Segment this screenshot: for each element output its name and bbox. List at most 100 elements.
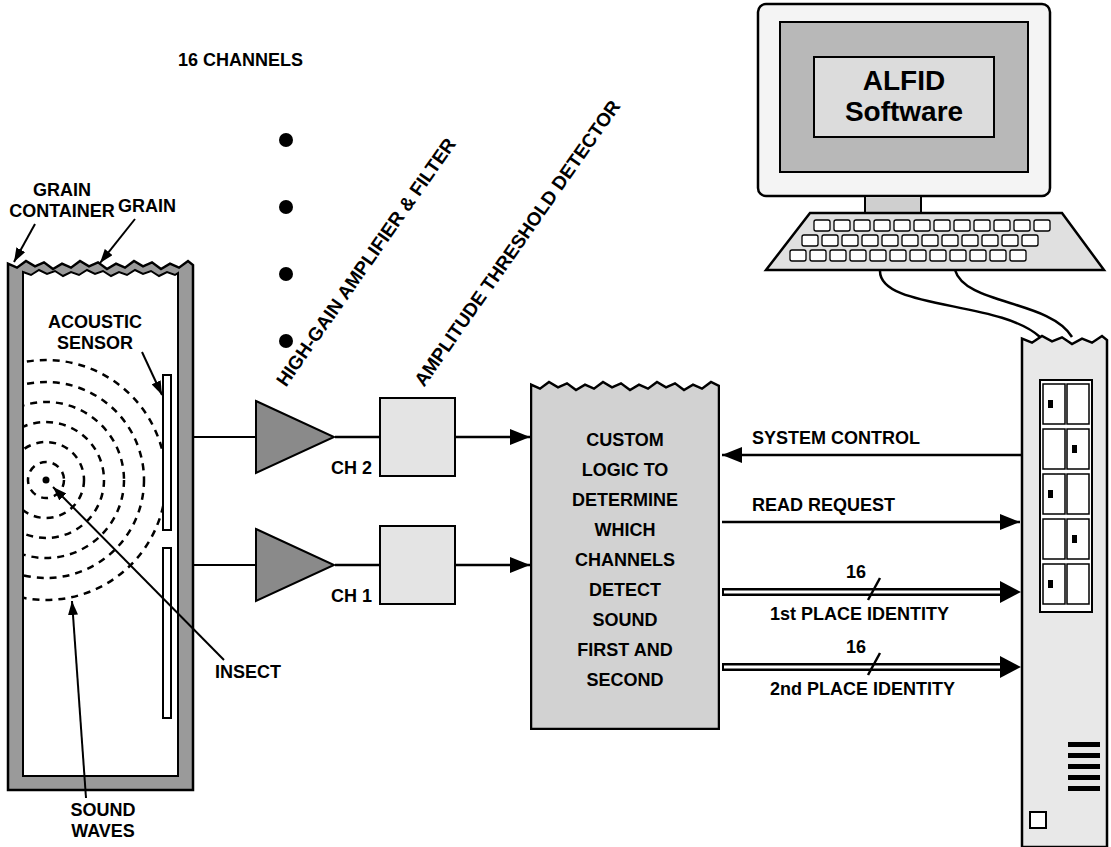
- vent-slot: [1068, 764, 1100, 769]
- software-screen: ALFID Software: [813, 56, 995, 138]
- monitor-neck: [865, 196, 921, 214]
- drive-bay: [1067, 429, 1089, 469]
- drive-bay: [1067, 474, 1089, 514]
- container-wall: [8, 261, 193, 790]
- amplifier-outline: [255, 400, 335, 474]
- grain-fill: [23, 270, 178, 776]
- keyboard-key: [834, 220, 850, 231]
- bus-arrow-head: [1000, 581, 1021, 603]
- drive-bay: [1067, 384, 1089, 424]
- power-button: [1030, 812, 1046, 828]
- drive-panel: [1040, 380, 1092, 612]
- keyboard-key: [970, 250, 986, 261]
- threshold-detector: [380, 398, 455, 476]
- acoustic-sensor: [163, 548, 171, 718]
- cable: [955, 270, 1072, 337]
- keyboard-key: [990, 250, 1006, 261]
- keyboard-key: [930, 250, 946, 261]
- sound-wave: [23, 422, 104, 538]
- vent-slot: [1068, 786, 1100, 791]
- logic-text: CUSTOM LOGIC TO DETERMINE WHICH CHANNELS…: [567, 425, 683, 695]
- keyboard-key: [874, 220, 890, 231]
- keyboard-key: [954, 220, 970, 231]
- keyboard-key: [994, 220, 1010, 231]
- channel-dot: [279, 200, 293, 214]
- keyboard-key: [790, 250, 806, 261]
- drive-light: [1072, 445, 1077, 453]
- amp-text: CH 2: [331, 458, 372, 479]
- bus-width: 16: [846, 637, 866, 658]
- logic-box: CUSTOM LOGIC TO DETERMINE WHICH CHANNELS…: [530, 378, 720, 730]
- amplifier-triangle: CH 1: [255, 528, 335, 602]
- drive-bay: [1043, 519, 1065, 559]
- signal-name: 1st PLACE IDENTITY: [770, 604, 949, 625]
- bus-width: 16: [846, 562, 866, 583]
- amplifier-shape: [256, 529, 334, 601]
- keyboard-key: [810, 250, 826, 261]
- sensor-wire: [193, 436, 255, 438]
- leader-arrow: [53, 487, 224, 660]
- control-arrow: [722, 454, 1021, 457]
- channel-count: 16 CHANNELS: [178, 50, 303, 71]
- amplifier-triangle: CH 2: [255, 400, 335, 474]
- threshold-detector: [380, 526, 455, 604]
- keyboard-key: [1014, 220, 1030, 231]
- keyboard-key: [942, 235, 958, 246]
- insect-symbol: [43, 477, 50, 484]
- keyboard-key: [914, 220, 930, 231]
- keyboard-key: [802, 235, 818, 246]
- request-arrow: [722, 521, 1020, 524]
- leader-arrow: [142, 352, 162, 395]
- drive-light: [1048, 580, 1053, 588]
- keyboard-key: [894, 220, 910, 231]
- sound-wave: [23, 442, 84, 518]
- keyboard-key: [870, 250, 886, 261]
- keyboard-key: [1034, 220, 1050, 231]
- sensor-wire: [193, 564, 255, 566]
- keyboard-key: [902, 235, 918, 246]
- keyboard-key: [850, 250, 866, 261]
- part-name: GRAIN CONTAINER: [2, 180, 122, 221]
- drive-light: [1048, 400, 1053, 408]
- keyboard-key: [962, 235, 978, 246]
- bus-arrow-head: [1000, 656, 1021, 678]
- bus-arrow-core: [724, 591, 1004, 594]
- bus-arrow-core: [724, 666, 1004, 669]
- amplifier-outline: [255, 528, 335, 602]
- computer-tower: [1022, 336, 1107, 847]
- drive-bay: [1067, 564, 1089, 604]
- keyboard-key: [890, 250, 906, 261]
- keyboard-key: [1022, 235, 1038, 246]
- channel-dot: [279, 267, 293, 281]
- keyboard-key: [934, 220, 950, 231]
- keyboard-key: [862, 235, 878, 246]
- keyboard-key: [842, 235, 858, 246]
- acoustic-sensor: [163, 375, 171, 530]
- part-name: ACOUSTIC SENSOR: [35, 312, 155, 353]
- leader-arrow: [72, 601, 86, 798]
- signal-name: SYSTEM CONTROL: [752, 428, 920, 449]
- drive-light: [1072, 535, 1077, 543]
- bus-width-slash: [868, 578, 880, 600]
- sound-wave: [23, 402, 124, 558]
- bus-width-slash: [868, 653, 880, 675]
- drive-bay: [1043, 474, 1065, 514]
- vent-slot: [1068, 742, 1100, 747]
- keyboard-key: [922, 235, 938, 246]
- drive-bay: [1043, 564, 1065, 604]
- screen-text: ALFID Software: [829, 66, 979, 128]
- keyboard-key: [950, 250, 966, 261]
- part-name: SOUND WAVES: [63, 800, 143, 841]
- keyboard-key: [1010, 250, 1026, 261]
- part-name: GRAIN: [118, 196, 176, 217]
- signal-name: 2nd PLACE IDENTITY: [770, 679, 955, 700]
- vent-slot: [1068, 753, 1100, 758]
- keyboard-key: [830, 250, 846, 261]
- drive-bay: [1043, 384, 1065, 424]
- drive-light: [1048, 490, 1053, 498]
- keyboard-key: [814, 220, 830, 231]
- channel-dot: [279, 133, 293, 147]
- leader-arrow: [14, 224, 35, 262]
- keyboard-key: [1002, 235, 1018, 246]
